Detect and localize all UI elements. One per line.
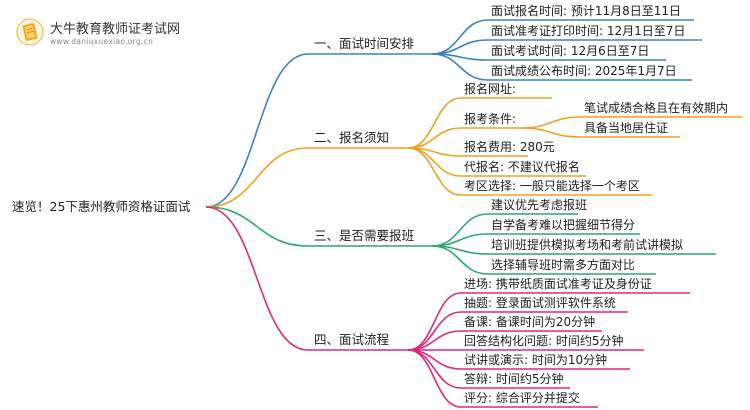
root-branch-connector	[205, 147, 309, 208]
logo-url: www.daniuxuexiao.org.cn	[50, 37, 154, 46]
leaf-registration-fee: 报名费用: 280元	[464, 140, 555, 154]
leaf-self-study: 自学备考难以把握细节得分	[491, 218, 636, 232]
root-branch-connector	[205, 206, 309, 351]
branch-training-class: 三、是否需要报班	[314, 228, 415, 243]
leaf-connector	[521, 116, 581, 129]
leaf-scoring: 评分: 综合评分并提交	[464, 391, 580, 405]
leaf-connector	[521, 127, 581, 138]
leaf-connector	[431, 19, 489, 55]
leaf-exam-area: 考区选择: 一般只能选择一个考区	[464, 179, 640, 193]
branch-interview-schedule: 一、面试时间安排	[314, 36, 415, 51]
leaf-connector	[431, 213, 489, 247]
leaf-entry: 进场: 携带纸质面试准考证及身份证	[464, 277, 652, 291]
root-branch-connector	[205, 53, 309, 208]
site-logo: 大牛教育教师证考试网 www.daniuxuexiao.org.cn	[14, 14, 199, 50]
leaf-connector	[407, 147, 462, 196]
leaf-defense: 答辩: 时间约5分钟	[464, 372, 564, 386]
leaf-draw-question: 抽题: 登录面试测评软件系统	[464, 296, 616, 310]
leaf-connector	[407, 349, 462, 408]
leaf-mock-exam: 培训班提供模拟考场和考前试讲模拟	[491, 238, 684, 252]
root-branch-connector	[205, 206, 309, 247]
branch-registration-notes: 二、报名须知	[314, 130, 390, 145]
logo-title: 大牛教育教师证考试网	[50, 22, 181, 37]
leaf-requirements: 报考条件:	[464, 112, 517, 126]
branch-interview-process: 四、面试流程	[314, 332, 390, 347]
leaf-lesson-prep: 备课: 备课时间为20分钟	[464, 315, 596, 329]
leaf-exam-time: 面试考试时间: 12月6日至7日	[491, 44, 650, 58]
leaf-structured-questions: 回答结构化问题: 时间约5分钟	[464, 334, 624, 348]
leaf-connector	[431, 39, 489, 55]
leaf-connector	[407, 127, 462, 149]
leaf-connector	[407, 97, 462, 149]
leaf-registration-time: 面试报名时间: 预计11月8日至11日	[491, 4, 682, 18]
leaf-registration-url: 报名网址:	[464, 82, 517, 96]
leaf-results-time: 面试成绩公布时间: 2025年1月7日	[491, 64, 677, 78]
leaf-suggest-class: 建议优先考虑报班	[491, 198, 588, 212]
leaf-requirement-residence: 具备当地居住证	[584, 121, 669, 135]
leaf-connector	[431, 53, 489, 81]
leaf-trial-lecture: 试讲或演示: 时间为10分钟	[464, 353, 608, 367]
book-logo-icon	[16, 18, 44, 46]
leaf-proxy-registration: 代报名: 不建议代报名	[464, 160, 580, 174]
root-node: 速览！25下惠州教师资格证面试	[12, 199, 191, 214]
leaf-requirement-valid-score: 笔试成绩合格且在有效期内	[584, 101, 729, 115]
leaf-connector	[431, 245, 489, 275]
leaf-compare-classes: 选择辅导班时需多方面对比	[491, 258, 636, 272]
leaf-admit-card-time: 面试准考证打印时间: 12月1日至7日	[491, 24, 686, 38]
